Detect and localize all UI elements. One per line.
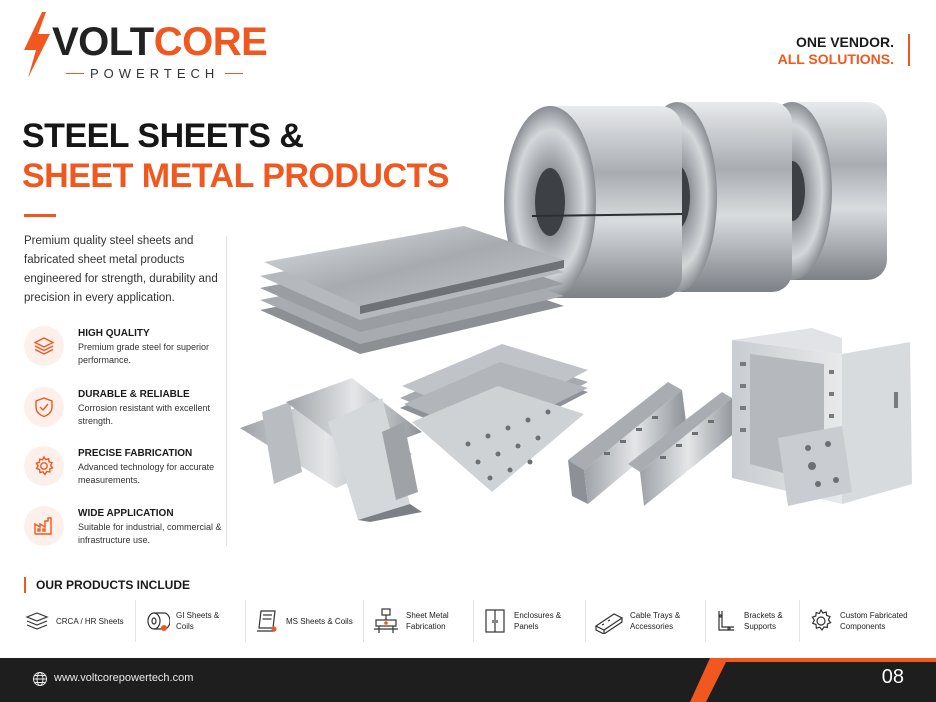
product-cable-trays: Cable Trays & Accessories [586, 600, 706, 642]
product-label: Enclosures & Panels [514, 611, 562, 631]
product-gi-sheets-coils: GI Sheets & Coils [136, 600, 246, 642]
cable-trays [568, 382, 736, 506]
ms-sheet-icon [257, 610, 277, 632]
footer-dark-shape [706, 662, 936, 702]
page-title: STEEL SHEETS & SHEET METAL PRODUCTS [22, 116, 450, 196]
fabrication-icon [374, 608, 398, 633]
product-label: Sheet Metal Fabrication [406, 611, 449, 631]
product-enclosures-panels: Enclosures & Panels [474, 600, 586, 642]
sheets-stack-icon [25, 612, 49, 630]
page-title-line2: SHEET METAL PRODUCTS [22, 157, 450, 195]
product-sheet-metal-fabrication: Sheet Metal Fabrication [364, 600, 474, 642]
product-label: Brackets & Supports [744, 611, 783, 631]
product-label: Cable Trays & Accessories [630, 611, 681, 631]
feature-title: DURABLE & RELIABLE [78, 389, 190, 400]
page-number: 08 [881, 666, 904, 688]
feature-title: WIDE APPLICATION [78, 508, 174, 519]
tagline-line2: ALL SOLUTIONS. [777, 51, 894, 67]
shield-check-icon [24, 387, 64, 427]
flat-steel-sheets [260, 226, 564, 354]
gear-icon [24, 446, 64, 486]
product-custom-fabricated: Custom Fabricated Components [800, 600, 926, 642]
description: Premium quality steel sheets and fabrica… [24, 235, 218, 304]
footer: www.voltcorepowertech.com 08 [0, 658, 936, 702]
feature-high-quality: HIGH QUALITY Premium grade steel for sup… [24, 326, 224, 376]
brand-logo: VOLTCORE POWERTECH [22, 12, 272, 84]
website-link[interactable]: www.voltcorepowertech.com [54, 672, 194, 684]
product-brackets-supports: Brackets & Supports [706, 600, 800, 642]
feature-text: Advanced technology for accurate measure… [78, 462, 215, 485]
brand-subtitle: POWERTECH [90, 66, 220, 81]
feature-title: HIGH QUALITY [78, 328, 150, 339]
factory-icon [24, 506, 64, 546]
feature-text: Suitable for industrial, commercial & in… [78, 522, 222, 545]
enclosure-icon [485, 609, 505, 633]
bracket-icon [718, 611, 734, 631]
tagline-accent-bar [908, 34, 910, 66]
product-illustration [240, 102, 912, 522]
divider [66, 72, 84, 75]
product-label: Custom Fabricated Components [840, 611, 908, 631]
feature-precise-fabrication: PRECISE FABRICATION Advanced technology … [24, 446, 224, 496]
electrical-enclosure [732, 328, 912, 506]
products-heading-accent [24, 577, 26, 593]
products-heading: OUR PRODUCTS INCLUDE [36, 578, 191, 592]
feature-text: Corrosion resistant with excellent stren… [78, 403, 211, 426]
cable-tray-icon [594, 613, 624, 634]
product-ms-sheets-coils: MS Sheets & Coils [246, 600, 364, 642]
brand-name-part2: CORE [153, 20, 268, 64]
product-label: MS Sheets & Coils [286, 616, 353, 626]
brand-name: VOLTCORE [52, 20, 268, 64]
feature-title: PRECISE FABRICATION [78, 448, 193, 459]
perforated-sheets [400, 344, 588, 492]
product-label: CRCA / HR Sheets [56, 616, 124, 626]
feature-wide-application: WIDE APPLICATION Suitable for industrial… [24, 506, 224, 556]
divider [225, 72, 244, 75]
steel-channels [240, 378, 422, 522]
tagline-line1: ONE VENDOR. [795, 34, 894, 50]
custom-gear-icon [811, 608, 832, 632]
tagline: ONE VENDOR. ALL SOLUTIONS. [778, 34, 894, 68]
vertical-divider [226, 236, 227, 546]
title-underline [24, 214, 56, 217]
feature-text: Premium grade steel for superior perform… [78, 342, 210, 365]
product-crca-hr-sheets: CRCA / HR Sheets [16, 600, 136, 642]
feature-durable: DURABLE & RELIABLE Corrosion resistant w… [24, 387, 224, 437]
products-strip: CRCA / HR Sheets GI Sheets & Coils MS Sh… [16, 600, 926, 642]
globe-icon [33, 672, 47, 686]
lightning-bolt-icon [24, 12, 50, 78]
page-title-line1: STEEL SHEETS & [22, 117, 304, 155]
product-label: GI Sheets & Coils [176, 611, 220, 631]
brand-subtitle-row: POWERTECH [66, 66, 266, 81]
layers-icon [24, 326, 64, 366]
coil-icon [147, 612, 170, 631]
brand-name-part1: VOLT [52, 20, 154, 64]
